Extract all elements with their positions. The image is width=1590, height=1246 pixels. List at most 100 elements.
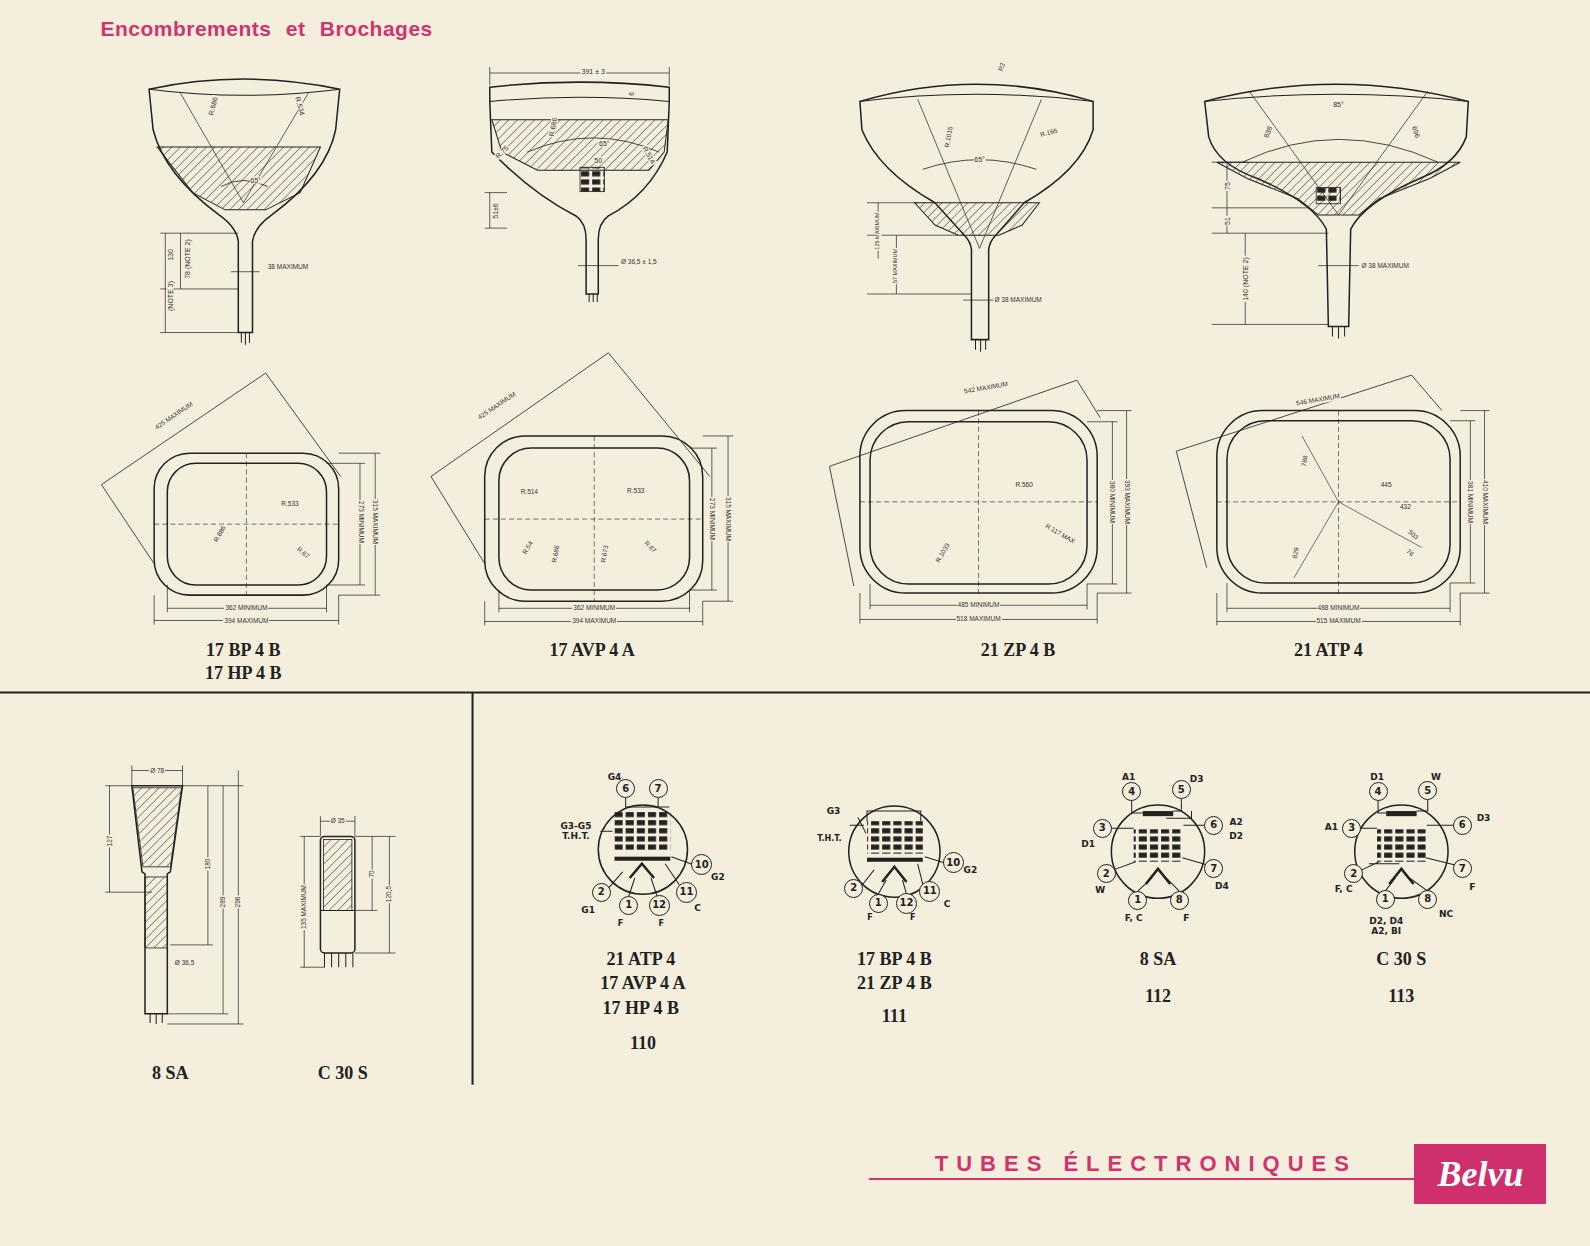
pin-circle: 5 bbox=[1418, 781, 1437, 800]
dimension-label: 120,5 bbox=[386, 885, 393, 903]
pin-number: 12 bbox=[900, 898, 914, 908]
pin-number: 11 bbox=[680, 887, 694, 897]
dimension-label: 515 MAXIMUM bbox=[1315, 618, 1361, 625]
pin-circle: 7 bbox=[1453, 859, 1472, 878]
pin-circle: 10 bbox=[691, 854, 712, 875]
dimension-label: 696 bbox=[1410, 124, 1421, 139]
dimension-label: 140 (NOTE 2) bbox=[1242, 256, 1249, 302]
pin-number: 1 bbox=[875, 898, 882, 908]
dimension-label: 391 ± 3 bbox=[581, 67, 606, 74]
brand-name: Belvu bbox=[1437, 1156, 1523, 1192]
pin-number: 8 bbox=[1424, 894, 1431, 904]
tube-caption: 8 SA bbox=[1139, 950, 1178, 968]
dimension-label: 65° bbox=[249, 177, 262, 184]
dimension-label: 75 bbox=[1223, 181, 1230, 191]
dimension-label: 127 bbox=[106, 835, 113, 848]
pin-name: D3 bbox=[1476, 814, 1492, 823]
dimension-label: 488 MINIMUM bbox=[1317, 605, 1361, 612]
dimension-label: 65° bbox=[598, 139, 611, 146]
pin-circle: 2 bbox=[592, 883, 611, 902]
pin-number: 7 bbox=[655, 784, 662, 794]
pin-name: F bbox=[657, 920, 664, 928]
dimension-label: R.534 bbox=[294, 96, 306, 118]
dimension-label: 130 bbox=[167, 249, 174, 263]
pin-name: F bbox=[1182, 913, 1190, 922]
pin-circle: 2 bbox=[844, 879, 863, 898]
dimension-label: 381 MINIMUM bbox=[1467, 480, 1474, 524]
pin-circle: 1 bbox=[619, 896, 638, 915]
dimension-label: R.67 bbox=[642, 540, 658, 556]
tube-caption: 21 ZP 4 B bbox=[980, 641, 1057, 659]
pin-circle: 1 bbox=[869, 894, 888, 913]
dimension-label: 273 MINIMUM bbox=[358, 500, 365, 544]
dimension-label: 78 (NOTE 2) bbox=[183, 238, 190, 280]
tube-caption: 8 SA bbox=[151, 1064, 190, 1082]
pin-name: T.H.T. bbox=[816, 835, 842, 843]
dimension-label: R.67 bbox=[295, 545, 311, 560]
dimension-label: R.75 bbox=[494, 144, 511, 161]
pin-circle: 2 bbox=[1097, 864, 1116, 883]
tube-caption: 21 ATP 4 bbox=[606, 950, 677, 968]
pin-name: F, C bbox=[1124, 913, 1144, 922]
tube-bases bbox=[598, 798, 1454, 898]
dimension-label: 315 MAXIMUM bbox=[725, 496, 732, 542]
pin-name: F bbox=[1468, 883, 1476, 892]
dimension-label: 445 bbox=[1380, 481, 1393, 488]
pin-number: 2 bbox=[598, 887, 605, 897]
dimension-label: 360 MINIMUM bbox=[1109, 480, 1116, 524]
dimension-label: 6 bbox=[628, 91, 635, 97]
dimension-label: 485 MINIMUM bbox=[957, 602, 1001, 609]
pin-number: 10 bbox=[695, 860, 709, 870]
pin-circle: 1 bbox=[1128, 891, 1147, 910]
dimension-label: R.533 bbox=[280, 501, 299, 508]
dimension-label: 518 MAXIMUM bbox=[955, 616, 1001, 623]
pin-name: D2, D4 A2, BI bbox=[1365, 917, 1407, 937]
pin-circle: 1 bbox=[1376, 890, 1395, 909]
tube-caption: 112 bbox=[1144, 987, 1172, 1005]
pin-name: D1 bbox=[1080, 839, 1096, 848]
pin-number: 10 bbox=[946, 858, 960, 868]
dimension-label: R2 bbox=[997, 61, 1007, 73]
dimension-label: 788 bbox=[1301, 454, 1310, 468]
tube-caption: 21 ATP 4 bbox=[1293, 641, 1364, 659]
pin-name: D3 bbox=[1189, 774, 1205, 783]
dimension-label: R.514 bbox=[520, 488, 539, 495]
footer-rule bbox=[869, 1178, 1415, 1180]
dimension-label: 542 MAXIMUM bbox=[962, 381, 1009, 395]
pin-number: 7 bbox=[1210, 864, 1217, 874]
pin-name: A2 bbox=[1228, 818, 1243, 827]
pin-number: 5 bbox=[1424, 786, 1431, 796]
tube-caption: C 30 S bbox=[1375, 950, 1427, 968]
pin-number: 11 bbox=[923, 886, 937, 896]
pin-number: 2 bbox=[1103, 869, 1110, 879]
dimension-label: (NOTE 3) bbox=[167, 280, 174, 312]
dimension-label: 410 MAXIMUM bbox=[1481, 479, 1488, 525]
tube-side-views bbox=[149, 67, 1468, 352]
dimension-label: 135 MAXIMUM bbox=[301, 884, 308, 930]
pin-name: NC bbox=[1438, 910, 1454, 919]
pin-circle: 7 bbox=[1204, 859, 1223, 878]
pin-circle: 8 bbox=[1170, 891, 1189, 910]
tube-caption: 17 BP 4 B bbox=[205, 641, 282, 659]
dimension-label: R.686 bbox=[547, 116, 557, 138]
dimension-label: R.686 bbox=[207, 96, 219, 118]
pin-number: 8 bbox=[1176, 895, 1183, 905]
dimension-label: R.54 bbox=[522, 540, 535, 557]
pin-number: 3 bbox=[1099, 823, 1106, 833]
dimension-label: 362 MINIMUM bbox=[572, 605, 616, 612]
pin-number: 6 bbox=[622, 784, 629, 794]
pin-circle: 10 bbox=[943, 852, 964, 873]
dimension-label: 546 MAXIMUM bbox=[1295, 393, 1342, 407]
dimension-label: R.560 bbox=[1014, 481, 1033, 488]
pin-name: F, C bbox=[1334, 885, 1354, 894]
pin-number: 4 bbox=[1375, 787, 1382, 797]
pin-circle: 3 bbox=[1342, 819, 1361, 838]
pin-name: W bbox=[1094, 886, 1106, 895]
dimension-label: 273 MINIMUM bbox=[709, 497, 716, 541]
dimension-label: Ø 36,5 ± 1,5 bbox=[620, 258, 658, 265]
dimension-label: 180 bbox=[205, 857, 212, 870]
dimension-label: R.1015 bbox=[944, 125, 954, 149]
dimension-label: R.686 bbox=[212, 524, 227, 544]
dimension-label: R.117 MAX bbox=[1043, 523, 1076, 546]
pin-number: 3 bbox=[1348, 823, 1355, 833]
